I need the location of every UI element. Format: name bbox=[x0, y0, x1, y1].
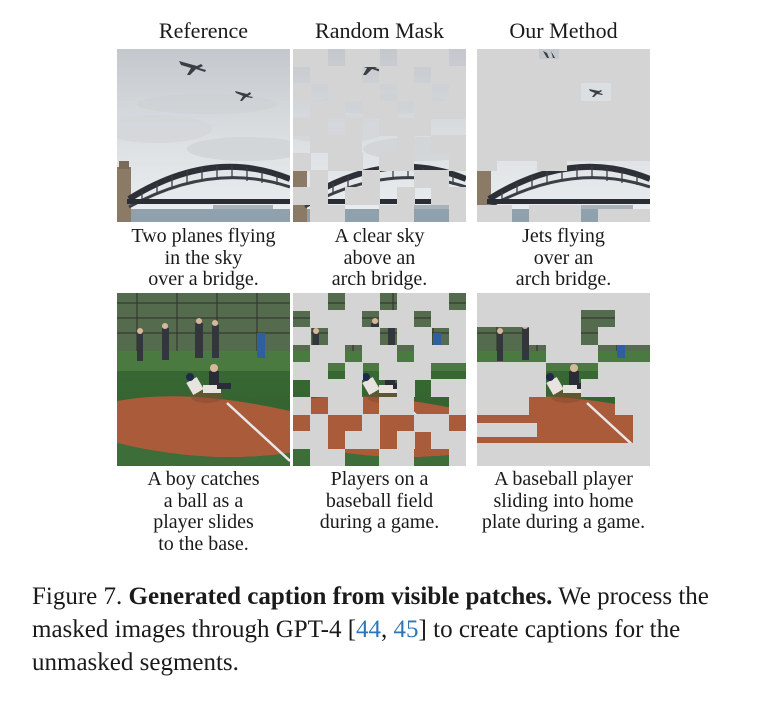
citation-link-44[interactable]: 44 bbox=[356, 616, 382, 643]
image-random-mask-baseball bbox=[293, 293, 466, 466]
image-reference-baseball bbox=[117, 293, 290, 466]
figure-caption: Figure 7. Generated caption from visible… bbox=[32, 580, 744, 679]
figure-caption-title: Generated caption from visible patches. bbox=[128, 583, 553, 610]
column-header-random-mask: Random Mask bbox=[315, 18, 444, 43]
image-our-method-baseball bbox=[477, 293, 650, 466]
figure-label: Figure 7. bbox=[32, 583, 123, 610]
column-header-our-method: Our Method bbox=[509, 18, 618, 43]
citation-link-45[interactable]: 45 bbox=[393, 616, 419, 643]
image-our-method-bridge bbox=[477, 49, 650, 222]
image-random-mask-bridge bbox=[293, 49, 466, 222]
citation-separator: , bbox=[381, 616, 394, 643]
figure-caption-text-before: We process the masked images through GPT… bbox=[32, 583, 709, 643]
column-header-reference: Reference bbox=[158, 18, 249, 43]
figure-caption-text-after: ] to create captions for the unmasked se… bbox=[32, 616, 681, 676]
image-reference-bridge bbox=[117, 49, 290, 222]
